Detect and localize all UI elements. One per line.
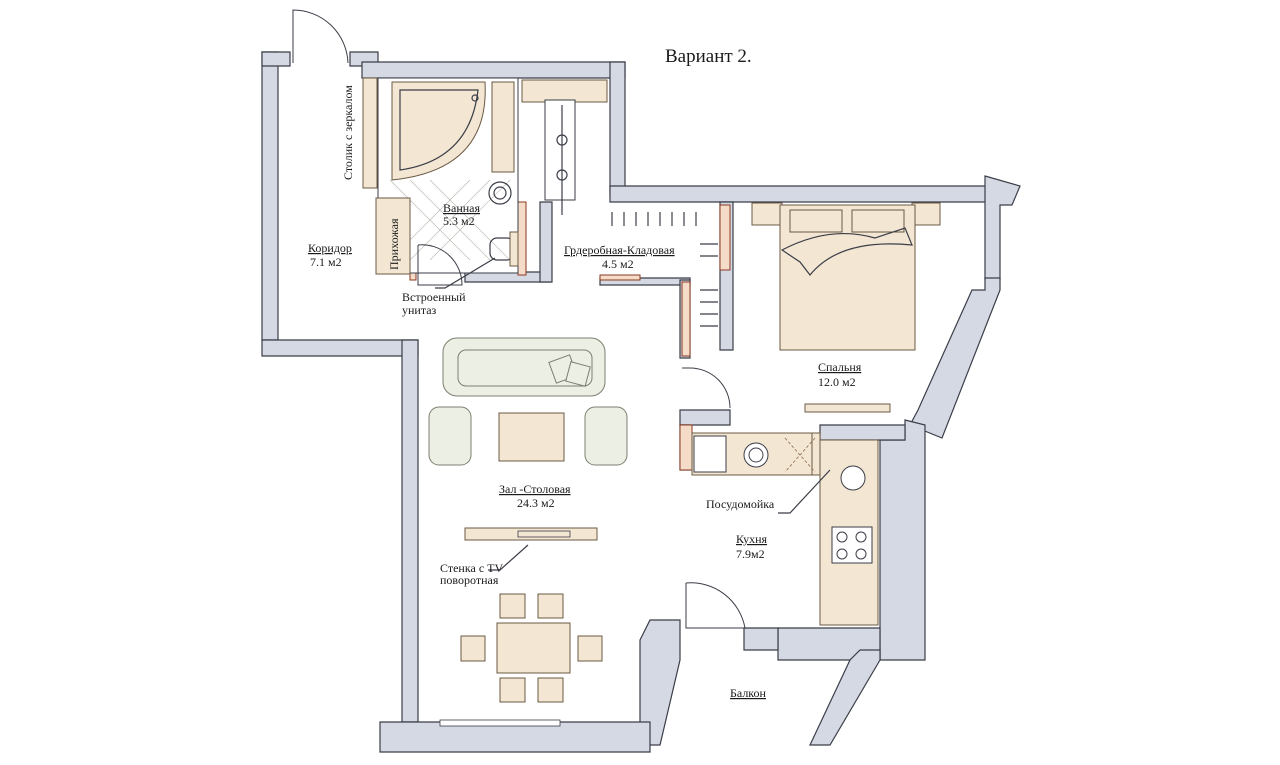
annotation-leaders: [435, 257, 831, 571]
dishwasher-label: Посудомойка: [706, 497, 775, 511]
fridge: [693, 435, 727, 473]
plan-title: Вариант 2.: [665, 46, 752, 67]
kitchen-area: 7.9м2: [736, 547, 765, 561]
dining-table: [496, 622, 571, 674]
bedroom-name: Спальня: [818, 360, 862, 374]
walls: [261, 51, 1021, 753]
washbasin: [488, 181, 512, 205]
bedroom-furniture: [751, 202, 941, 413]
wardrobe-fixtures: [521, 79, 718, 327]
armchair-left: [428, 406, 472, 466]
doors: [292, 9, 746, 727]
dining-chairs: [460, 593, 603, 703]
wardrobe-name: Грдеробная-Кладовая: [564, 243, 675, 257]
bathroom-name: Ванная: [443, 201, 481, 215]
mirror-table: [362, 77, 378, 189]
armchair-right: [584, 406, 628, 466]
living-furniture: [428, 337, 628, 703]
kitchen-furniture: [691, 432, 879, 626]
washing-machine: [743, 442, 769, 468]
balcony-name: Балкон: [730, 686, 767, 700]
tv-wall: [464, 527, 598, 541]
mirror-table-label: Столик с зеркалом: [341, 85, 355, 180]
corridor-area: 7.1 м2: [310, 255, 342, 269]
toilet-note-2: унитаз: [402, 303, 437, 317]
corner-bathtub: [391, 81, 486, 181]
kitchen-sink: [840, 465, 866, 491]
tv-note-2: поворотная: [440, 573, 499, 587]
bedroom-dresser: [804, 403, 891, 413]
bedside-table-left: [751, 202, 783, 226]
bathroom-area: 5.3 м2: [443, 214, 475, 228]
bedroom-area: 12.0 м2: [818, 375, 856, 389]
bedside-table-right: [911, 202, 941, 226]
hall-area: 24.3 м2: [517, 496, 555, 510]
toilet-note-1: Встроенный: [402, 290, 466, 304]
corridor-name: Коридор: [308, 241, 352, 255]
wardrobe-area: 4.5 м2: [602, 257, 634, 271]
tv-note-1: Стенка с TV: [440, 561, 503, 575]
entry-closet-label: Прихожая: [387, 218, 401, 270]
coffee-table: [498, 412, 565, 462]
hall-name: Зал -Столовая: [499, 482, 571, 496]
kitchen-name: Кухня: [736, 532, 768, 546]
bath-shelf: [491, 81, 515, 173]
